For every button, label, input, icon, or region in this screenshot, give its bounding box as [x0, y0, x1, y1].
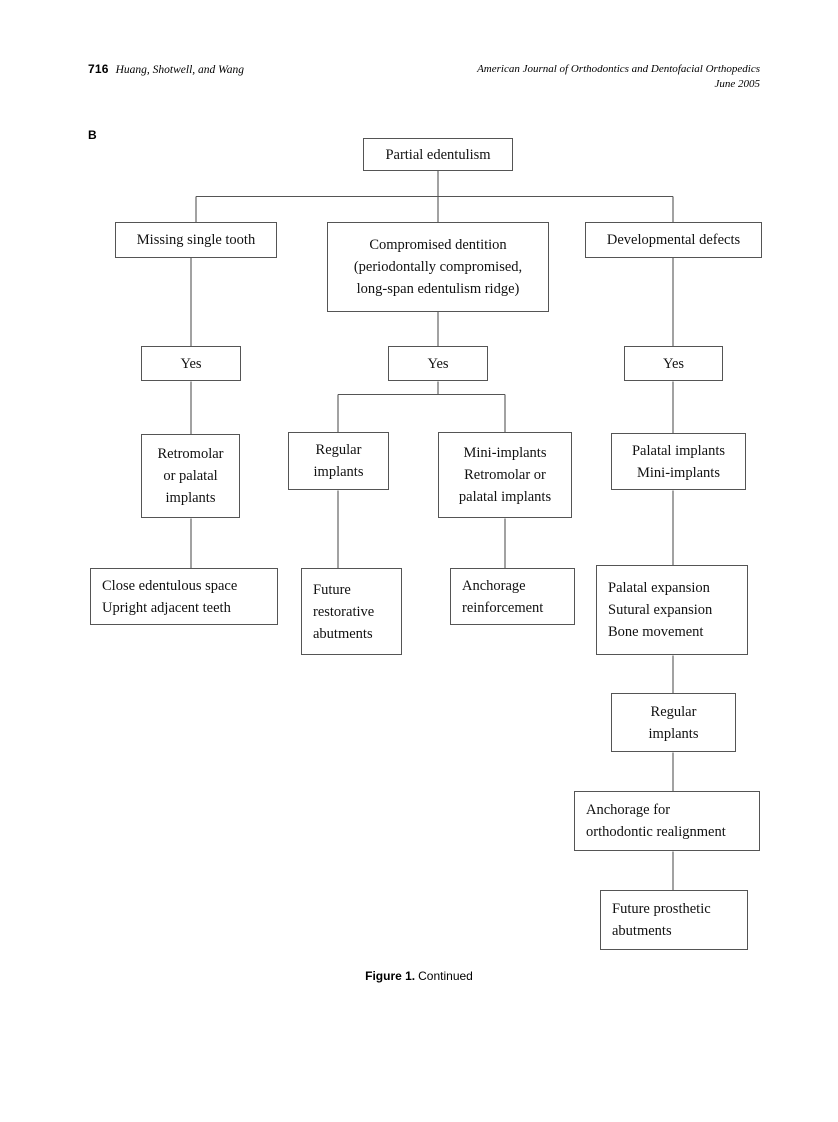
node-line: Sutural expansion	[608, 602, 713, 618]
node-line: reinforcement	[462, 599, 544, 616]
node-line: Anchorage for	[586, 802, 671, 818]
figure-number: Figure 1.	[365, 969, 416, 983]
node-line: Mini-implants	[463, 445, 547, 461]
node-line: Anchorage	[462, 577, 526, 594]
node-line: Yes	[180, 355, 202, 372]
node-yes-missing-tooth[interactable]: Yes	[141, 346, 241, 381]
node-line: Developmental defects	[606, 232, 741, 248]
node-anchorage-reinforcement[interactable]: Anchorage reinforcement	[450, 568, 575, 625]
running-head-right: American Journal of Orthodontics and Den…	[477, 62, 760, 92]
node-line: Mini-implants	[637, 464, 720, 481]
node-line: palatal implants	[458, 489, 552, 505]
panel-letter-b: B	[88, 128, 97, 142]
issue-date: June 2005	[714, 78, 760, 90]
node-line: Yes	[662, 355, 685, 372]
node-partial-edentulism[interactable]: Partial edentulism	[363, 138, 513, 171]
node-developmental-defects[interactable]: Developmental defects	[585, 222, 762, 258]
running-head-left: 716 Huang, Shotwell, and Wang	[88, 62, 244, 76]
node-line: Future prosthetic	[612, 901, 711, 917]
running-head-authors: Huang, Shotwell, and Wang	[115, 64, 244, 76]
node-close-edentulous-space[interactable]: Close edentulous space Upright adjacent …	[90, 568, 278, 625]
node-future-restorative-abutments[interactable]: Future restorative abutments	[301, 568, 402, 655]
node-line: implants	[313, 464, 364, 480]
figure-caption-text: Continued	[418, 969, 473, 983]
node-compromised-dentition[interactable]: Compromised dentition (periodontally com…	[327, 222, 549, 312]
node-line: Retromolar	[157, 446, 224, 462]
node-line: Close edentulous space	[102, 577, 238, 594]
node-anchorage-orthodontic-realignment[interactable]: Anchorage for orthodontic realignment	[574, 791, 760, 851]
node-line: Palatal expansion	[608, 580, 710, 596]
node-line: Regular	[315, 442, 362, 458]
node-line: long-span edentulism ridge)	[356, 281, 520, 297]
node-yes-developmental-defects[interactable]: Yes	[624, 346, 723, 381]
node-mini-implants-retromolar[interactable]: Mini-implants Retromolar or palatal impl…	[438, 432, 572, 518]
node-retromolar-palatal-implants[interactable]: Retromolar or palatal implants	[141, 434, 240, 518]
node-missing-single-tooth[interactable]: Missing single tooth	[115, 222, 277, 258]
node-palatal-implants-mini-implants[interactable]: Palatal implants Mini-implants	[611, 433, 746, 490]
node-line: Missing single tooth	[136, 232, 256, 248]
figure-caption: Figure 1.Continued	[0, 969, 838, 983]
node-line: Yes	[427, 355, 449, 372]
node-regular-implants[interactable]: Regular implants	[288, 432, 389, 490]
node-line: Regular	[650, 703, 697, 720]
node-line: Retromolar or	[464, 467, 546, 483]
node-line: restorative	[313, 603, 375, 620]
node-line: implants	[165, 490, 216, 506]
node-palatal-sutural-expansion[interactable]: Palatal expansion Sutural expansion Bone…	[596, 565, 748, 655]
node-line: orthodontic realignment	[586, 824, 726, 840]
node-line: Future	[313, 581, 351, 598]
page-number: 716	[88, 62, 109, 76]
node-regular-implants-secondary[interactable]: Regular implants	[611, 693, 736, 752]
node-line: implants	[648, 725, 699, 742]
node-line: Bone movement	[608, 624, 704, 640]
node-line: abutments	[612, 923, 672, 939]
node-future-prosthetic-abutments[interactable]: Future prosthetic abutments	[600, 890, 748, 950]
node-line: Upright adjacent teeth	[102, 599, 231, 616]
node-line: abutments	[313, 625, 373, 642]
node-line: or palatal	[163, 468, 218, 484]
node-line: (periodontally compromised,	[353, 259, 523, 275]
flowchart: Partial edentulism Missing single tooth …	[90, 138, 762, 950]
node-line: Palatal implants	[631, 442, 726, 459]
node-yes-compromised-dentition[interactable]: Yes	[388, 346, 488, 381]
journal-title: American Journal of Orthodontics and Den…	[477, 63, 760, 75]
node-line: Partial edentulism	[385, 146, 491, 163]
node-line: Compromised dentition	[369, 237, 507, 253]
